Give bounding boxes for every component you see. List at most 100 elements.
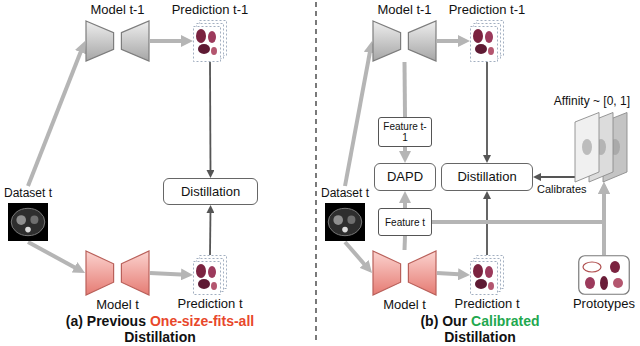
ct-organ bbox=[16, 215, 26, 225]
old-model: Model t-1 bbox=[85, 20, 150, 62]
current-model-graphic bbox=[372, 250, 437, 296]
connector bbox=[345, 242, 367, 268]
node-label: Model t-1 bbox=[90, 3, 144, 17]
decoder-shape bbox=[408, 21, 436, 61]
decoder-shape bbox=[121, 21, 149, 61]
prototype-icon bbox=[613, 278, 623, 288]
slice-frame bbox=[471, 27, 498, 62]
prediction-image-graphic bbox=[193, 20, 227, 62]
old-model-graphic bbox=[85, 20, 150, 62]
node-label: Prediction t-1 bbox=[449, 3, 526, 17]
current-model: Model t bbox=[372, 250, 437, 296]
panel-divider bbox=[315, 2, 316, 344]
connector bbox=[150, 39, 186, 43]
organ-mask bbox=[473, 29, 483, 43]
prediction-image-graphic bbox=[470, 20, 504, 62]
caption-line: (b) OurCalibrated bbox=[420, 313, 539, 329]
dataset-image: Dataset t bbox=[2, 186, 54, 242]
slice-frame bbox=[194, 262, 221, 295]
organ-mask bbox=[475, 44, 487, 54]
connector bbox=[345, 48, 371, 186]
prediction-image-graphic bbox=[470, 255, 504, 295]
prediction-image: Prediction t bbox=[193, 255, 227, 295]
slice-frame bbox=[194, 27, 221, 62]
ct-body bbox=[11, 208, 45, 235]
affinity-slice bbox=[575, 113, 599, 183]
caption-text: Distillation bbox=[124, 329, 196, 345]
prediction-image: Prediction t-1 bbox=[470, 20, 504, 62]
feature-box: Feature t bbox=[378, 208, 432, 236]
ct-spine bbox=[25, 227, 31, 233]
node-label: Prototypes bbox=[573, 297, 635, 311]
organ-mask bbox=[196, 264, 206, 278]
prototype-frame bbox=[579, 256, 630, 295]
node-label: Prediction t-1 bbox=[172, 3, 249, 17]
connector bbox=[486, 196, 488, 255]
ct-organ bbox=[333, 215, 343, 225]
dataset-image: Dataset t bbox=[320, 186, 370, 242]
organ-mask bbox=[211, 282, 217, 290]
old-model-graphic bbox=[372, 20, 437, 62]
organ-mask bbox=[198, 279, 210, 289]
ct-body bbox=[328, 208, 362, 235]
connector bbox=[538, 176, 575, 178]
current-model: Model t bbox=[85, 250, 150, 296]
connector bbox=[602, 189, 606, 255]
caption-line: Distillation bbox=[124, 329, 196, 345]
node-label: Prediction t bbox=[454, 297, 519, 311]
connector bbox=[403, 198, 407, 208]
affinity-stack: Affinity ~ [0, 1] bbox=[575, 112, 630, 182]
organ-mask bbox=[485, 31, 493, 43]
ct-image bbox=[8, 203, 48, 241]
slice-frame bbox=[471, 262, 498, 295]
connector bbox=[28, 48, 82, 187]
process-box: Distillation bbox=[441, 163, 533, 191]
organ-mask bbox=[211, 47, 217, 55]
caption-text: (b) Our bbox=[420, 313, 467, 329]
connector bbox=[209, 62, 211, 173]
caption-text: Calibrated bbox=[471, 313, 539, 329]
connector bbox=[437, 39, 463, 43]
caption-text: (a) Previous bbox=[66, 313, 146, 329]
prediction-image-graphic bbox=[193, 255, 227, 295]
node-label: Prediction t bbox=[177, 297, 242, 311]
process-box: Distillation bbox=[163, 178, 258, 205]
decoder-shape bbox=[408, 251, 436, 295]
caption-line: Distillation bbox=[444, 329, 516, 345]
ct-image bbox=[325, 203, 365, 241]
box-label: Distillation bbox=[181, 185, 240, 199]
affinity-blob bbox=[582, 139, 592, 155]
prototype-icon bbox=[600, 276, 608, 290]
edge-label: Calibrates bbox=[536, 183, 588, 196]
organ-mask bbox=[208, 31, 216, 43]
organ-mask bbox=[196, 29, 206, 43]
organ-mask bbox=[485, 266, 493, 278]
organ-mask bbox=[488, 282, 494, 290]
prototype-box: Prototypes bbox=[578, 255, 630, 295]
encoder-shape bbox=[86, 251, 114, 295]
encoder-shape bbox=[86, 21, 114, 61]
current-model-graphic bbox=[85, 250, 150, 296]
connector bbox=[437, 273, 463, 275]
connector bbox=[486, 62, 488, 158]
connector bbox=[403, 147, 407, 156]
ct-background bbox=[8, 203, 48, 241]
feature-label: Feature t-1 bbox=[383, 121, 427, 143]
prediction-image: Prediction t-1 bbox=[193, 20, 227, 62]
prototype-box-graphic bbox=[578, 255, 630, 295]
organ-mask bbox=[475, 279, 487, 289]
dataset-label: Dataset t bbox=[321, 186, 369, 200]
organ-mask bbox=[198, 44, 210, 54]
box-label: DAPD bbox=[387, 170, 423, 184]
feature-box: Feature t-1 bbox=[378, 117, 432, 147]
ct-organ bbox=[347, 216, 355, 224]
prototype-icon bbox=[585, 277, 595, 289]
ct-background bbox=[325, 203, 365, 241]
prototype-icon bbox=[583, 262, 601, 272]
prototype-icon bbox=[610, 261, 620, 273]
encoder-shape bbox=[373, 21, 401, 61]
decoder-shape bbox=[121, 251, 149, 295]
connector bbox=[150, 273, 186, 275]
